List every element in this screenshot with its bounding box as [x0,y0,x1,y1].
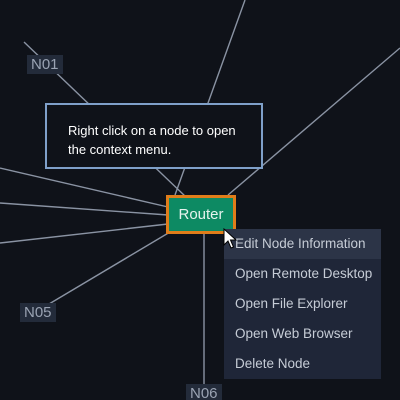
edge-left-lower-router [0,223,169,244]
menu-item-delete-node[interactable]: Delete Node [235,356,311,371]
node-n01[interactable]: N01 [27,55,63,74]
router-label: Router [178,206,224,223]
edge-left-upper-router [0,167,169,208]
edge-n05-router [43,231,171,308]
menu-item-open-web-browser[interactable]: Open Web Browser [235,326,353,341]
edge-left-mid-router [0,202,169,216]
help-tooltip: Right click on a node to open the contex… [45,103,263,169]
mouse-pointer-icon [223,228,237,249]
node-n06[interactable]: N06 [186,384,222,400]
help-tooltip-text: Right click on a node to open the contex… [68,123,236,157]
node-n05[interactable]: N05 [20,303,56,322]
menu-item-open-remote-desktop[interactable]: Open Remote Desktop [235,266,373,281]
edge-right-router [227,47,400,196]
menu-item-open-file-explorer[interactable]: Open File Explorer [235,296,348,311]
node-router[interactable]: Router [166,195,236,234]
menu-item-edit-node-information[interactable]: Edit Node Information [224,229,381,259]
context-menu: Edit Node Information Open Remote Deskto… [224,229,381,379]
